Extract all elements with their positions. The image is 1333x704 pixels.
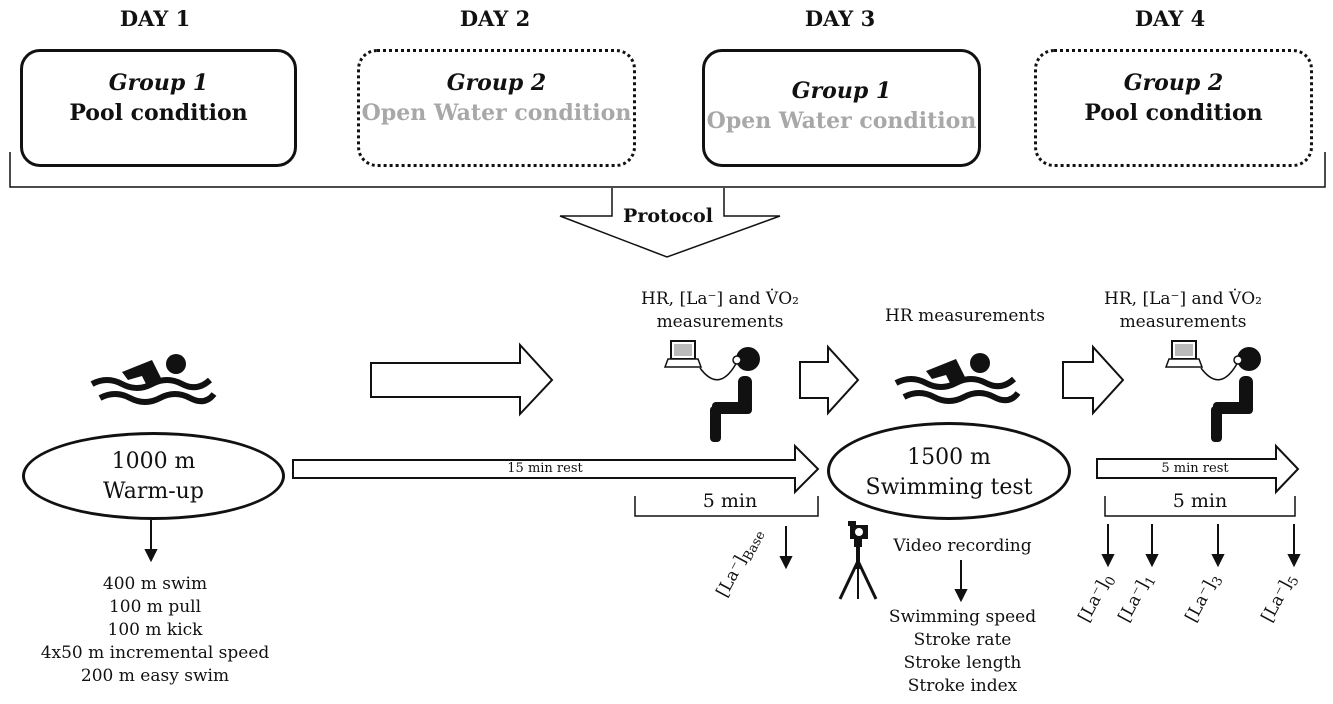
rest-arrow-1 xyxy=(292,443,820,495)
bracket-label-pre: 5 min xyxy=(702,490,758,512)
during-measurements-caption: HR measurements xyxy=(885,306,1045,326)
warmup-title: Warm-up xyxy=(103,479,204,504)
seated-person-icon xyxy=(1211,347,1261,442)
group-name: Group 2 xyxy=(1123,70,1224,96)
group-name: Group 2 xyxy=(446,70,547,96)
rest-label-15min: 15 min rest xyxy=(507,461,583,476)
seated-person-icon xyxy=(710,347,760,442)
rest-label-5min: 5 min rest xyxy=(1161,461,1229,476)
small-arrows xyxy=(144,520,1301,603)
swimmer-icon xyxy=(90,354,217,405)
rest-arrow-2 xyxy=(1096,443,1300,495)
flow-arrow-1 xyxy=(370,342,554,417)
swimmer-icon xyxy=(894,353,1021,404)
condition-label: Pool condition xyxy=(69,100,248,126)
warmup-detail-item: 200 m easy swim xyxy=(80,666,230,686)
warmup-detail-item: 100 m kick xyxy=(107,620,203,640)
bracket-post xyxy=(1104,496,1296,517)
flow-arrow-2 xyxy=(799,344,860,416)
days-brace xyxy=(9,152,1326,188)
group-name: Group 1 xyxy=(791,78,892,104)
day-2-label: DAY 2 xyxy=(459,6,531,31)
swimming-test-ellipse: 1500 m Swimming test xyxy=(827,422,1071,520)
test-distance: 1500 m xyxy=(907,445,991,470)
protocol-label: Protocol xyxy=(623,205,713,227)
post-measurements-line2: measurements xyxy=(1119,312,1247,332)
flow-arrow-3 xyxy=(1062,344,1125,416)
video-recording-label: Video recording xyxy=(893,536,1032,556)
day-3-label: DAY 3 xyxy=(804,6,876,31)
camera-tripod-icon xyxy=(838,521,878,600)
condition-label: Pool condition xyxy=(1084,100,1263,126)
day-4-group-box: Group 2 Pool condition xyxy=(1034,49,1313,167)
pre-measurements-line1: HR, [La⁻] and V̇O₂ xyxy=(641,289,799,309)
warmup-detail-item: 100 m pull xyxy=(108,597,202,617)
group-name: Group 1 xyxy=(108,70,209,96)
video-outcome-item: Stroke rate xyxy=(913,630,1012,650)
condition-label: Open Water condition xyxy=(706,108,977,134)
day-2-group-box: Group 2 Open Water condition xyxy=(357,49,636,167)
day-4-label: DAY 4 xyxy=(1134,6,1206,31)
post-measurements-line1: HR, [La⁻] and V̇O₂ xyxy=(1104,289,1262,309)
pre-measurements-line2: measurements xyxy=(656,312,784,332)
laptop-icon xyxy=(1164,340,1204,368)
test-title: Swimming test xyxy=(865,475,1033,500)
gas-tube xyxy=(1200,359,1240,381)
condition-label: Open Water condition xyxy=(361,100,632,126)
warmup-ellipse: 1000 m Warm-up xyxy=(22,432,285,520)
gas-tube xyxy=(699,359,739,381)
warmup-details: 400 m swim 100 m pull 100 m kick 4x50 m … xyxy=(20,573,290,688)
warmup-detail-item: 400 m swim xyxy=(102,574,208,594)
day-3-group-box: Group 1 Open Water condition xyxy=(702,49,981,167)
warmup-detail-item: 4x50 m incremental speed xyxy=(40,643,270,663)
bracket-pre xyxy=(634,496,819,517)
warmup-distance: 1000 m xyxy=(111,449,196,474)
post-measurements-caption: HR, [La⁻] and V̇O₂ measurements xyxy=(1078,288,1288,334)
video-outcome-item: Stroke index xyxy=(907,676,1018,696)
day-1-group-box: Group 1 Pool condition xyxy=(20,49,297,167)
protocol-arrow xyxy=(559,188,781,258)
video-outcome-item: Stroke length xyxy=(903,653,1022,673)
pre-measurements-caption: HR, [La⁻] and V̇O₂ measurements xyxy=(615,288,825,334)
video-outcome-item: Swimming speed xyxy=(888,607,1037,627)
bracket-label-post: 5 min xyxy=(1172,490,1228,512)
day-1-label: DAY 1 xyxy=(119,6,191,31)
video-outcomes: Swimming speed Stroke rate Stroke length… xyxy=(870,606,1055,698)
laptop-icon xyxy=(663,340,703,368)
